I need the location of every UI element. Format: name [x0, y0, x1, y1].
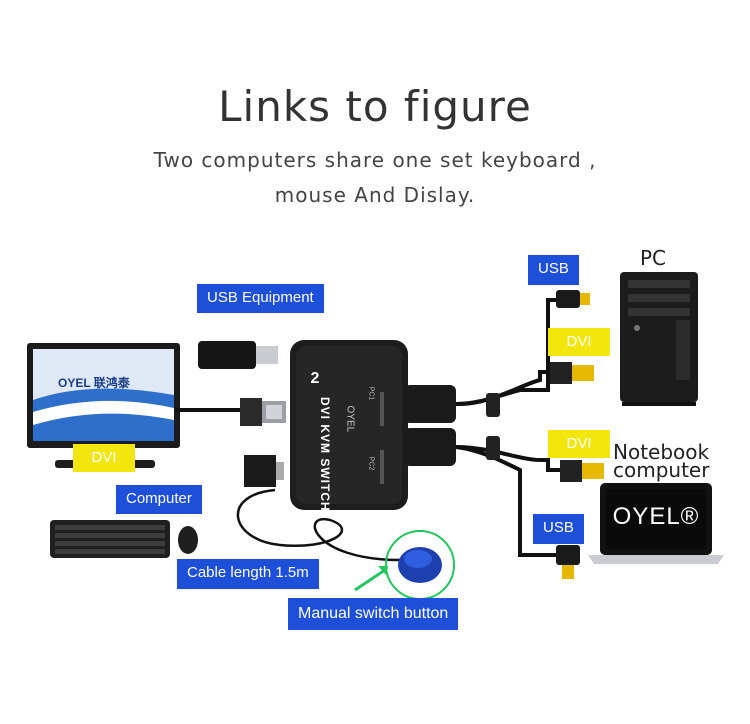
label-usb-equipment: USB Equipment	[197, 284, 324, 313]
label-usb-pc: USB	[528, 255, 579, 285]
kvm-port1-label: PC1	[367, 386, 375, 401]
label-dvi-pc: DVI	[548, 328, 610, 356]
label-notebook-line2: computer	[613, 458, 710, 482]
kvm-brand-text: OYEL	[344, 405, 356, 433]
subtitle-line-1: Two computers share one set keyboard ,	[153, 148, 597, 172]
dvi-connector-monitor	[240, 398, 286, 426]
subtitle-line-2: mouse And Dislay.	[274, 183, 476, 207]
label-notebook-line1: Notebook	[613, 440, 710, 464]
label-manual-switch: Manual switch button	[288, 598, 459, 630]
notebook-screen-logo: OYEL®	[612, 503, 700, 530]
dvi-plug-notebook	[560, 460, 604, 482]
dvi-plug-pc	[550, 362, 594, 384]
usb-dongle	[198, 341, 278, 369]
kvm-model-text: DVI KVM SWITCH	[318, 397, 332, 512]
mouse-illustration	[178, 526, 198, 554]
kvm-port-count: 2	[310, 370, 320, 387]
label-usb-notebook: USB	[533, 514, 584, 544]
pc-tower	[620, 272, 698, 406]
arrow-pointer	[354, 568, 386, 592]
label-cable-length: Cable length 1.5m	[177, 559, 319, 589]
usb-plug-pc	[556, 290, 590, 308]
keyboard-illustration	[50, 520, 170, 558]
notebook-illustration	[588, 483, 724, 564]
label-dvi-notebook: DVI	[548, 430, 610, 458]
monitor-logo: OYEL 联鸿泰	[58, 376, 130, 390]
page-title: Links to figure	[218, 82, 532, 131]
kvm-port2-label: PC2	[367, 456, 375, 471]
label-dvi-monitor: DVI	[73, 444, 135, 472]
kvm-switch-box	[290, 340, 408, 510]
monitor-illustration	[27, 343, 180, 468]
label-pc: PC	[640, 246, 667, 270]
usb-plug-notebook	[556, 545, 580, 579]
label-computer: Computer	[116, 485, 202, 514]
